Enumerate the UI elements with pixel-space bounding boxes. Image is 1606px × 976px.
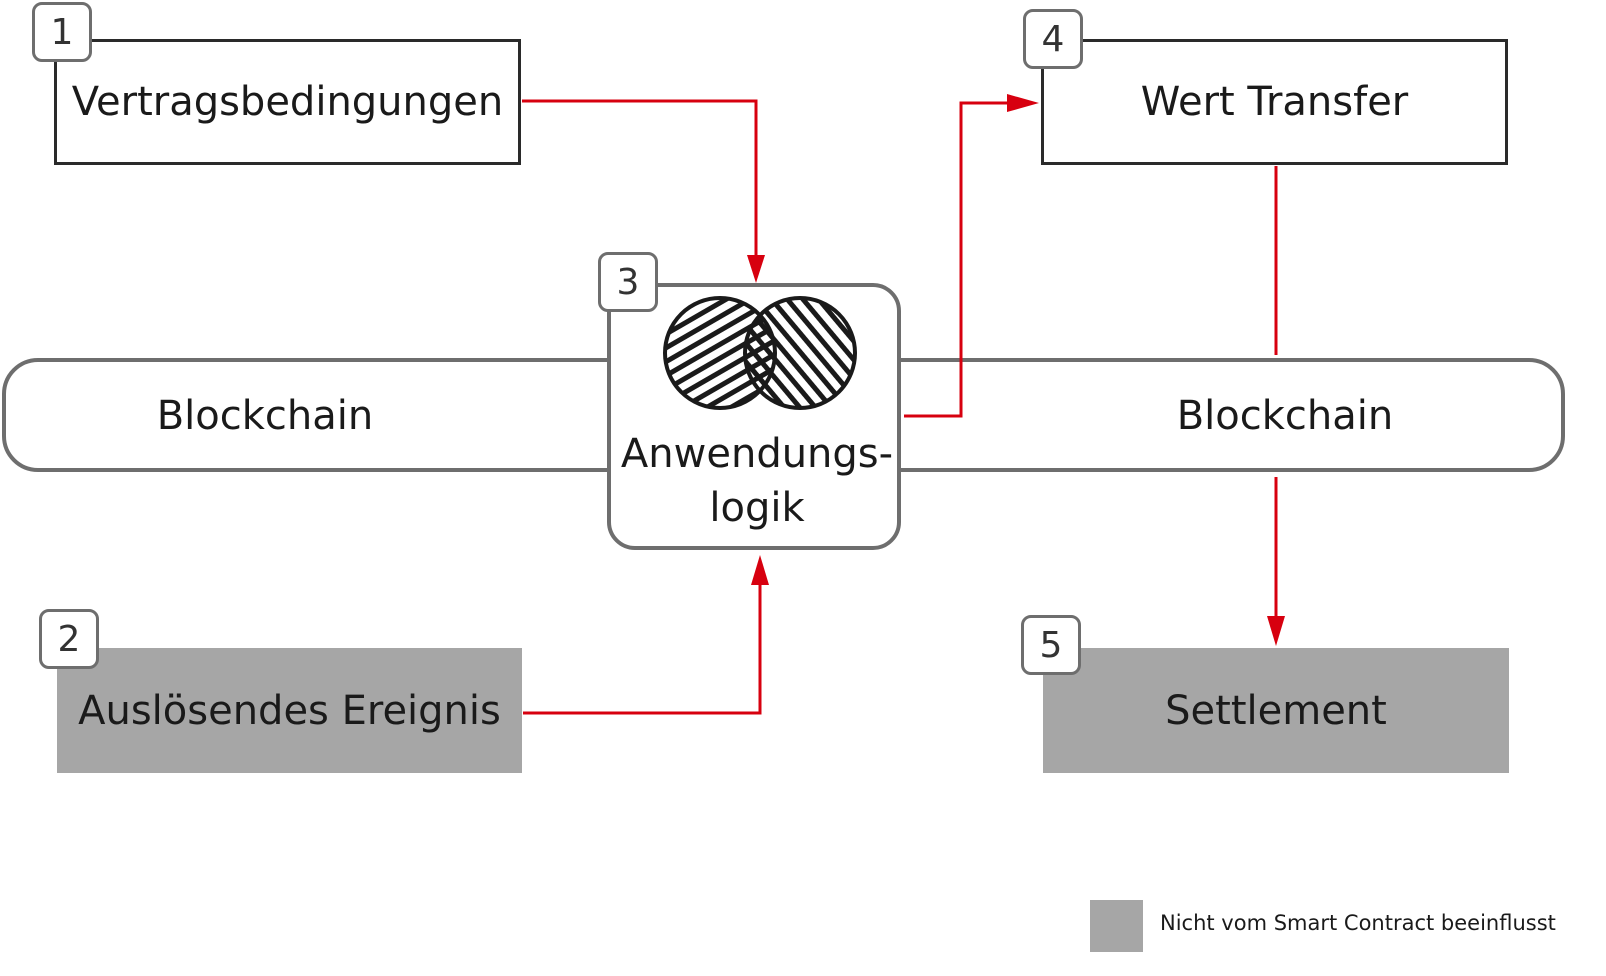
arrowhead-up-icon bbox=[751, 555, 769, 585]
node-settlement: Settlement bbox=[1043, 648, 1509, 773]
legend-label: Nicht vom Smart Contract beeinflusst bbox=[1160, 911, 1556, 935]
node-label: Auslösendes Ereignis bbox=[78, 687, 501, 734]
node-anwendungslogik bbox=[607, 283, 901, 550]
node-label: Settlement bbox=[1165, 687, 1387, 734]
step-badge-4: 4 bbox=[1023, 9, 1083, 69]
legend-swatch bbox=[1090, 900, 1143, 952]
edge-3-to-4 bbox=[904, 101, 1010, 418]
step-badge-2: 2 bbox=[39, 609, 99, 669]
venn-diagram-icon bbox=[663, 296, 857, 410]
step-badge-3: 3 bbox=[598, 252, 658, 312]
blockchain-label-right: Blockchain bbox=[1176, 393, 1394, 439]
arrowhead-down-icon bbox=[747, 255, 765, 283]
arrowhead-right-icon bbox=[1007, 94, 1039, 112]
node-wert-transfer: Wert Transfer bbox=[1041, 39, 1508, 165]
blockchain-label-left: Blockchain bbox=[156, 393, 374, 439]
node-label-line2: logik bbox=[709, 485, 805, 531]
node-label-line1: Anwendungs- bbox=[620, 431, 894, 477]
node-label: Vertragsbedingungen bbox=[71, 79, 504, 125]
node-ausloesendes-ereignis: Auslösendes Ereignis bbox=[57, 648, 522, 773]
step-badge-1: 1 bbox=[32, 2, 92, 62]
edge-1-to-3 bbox=[522, 99, 758, 258]
edge-2-to-3 bbox=[523, 582, 762, 715]
node-label: Wert Transfer bbox=[1140, 79, 1409, 125]
arrowhead-down-icon bbox=[1267, 616, 1285, 646]
step-badge-5: 5 bbox=[1021, 615, 1081, 675]
node-vertragsbedingungen: Vertragsbedingungen bbox=[54, 39, 521, 165]
